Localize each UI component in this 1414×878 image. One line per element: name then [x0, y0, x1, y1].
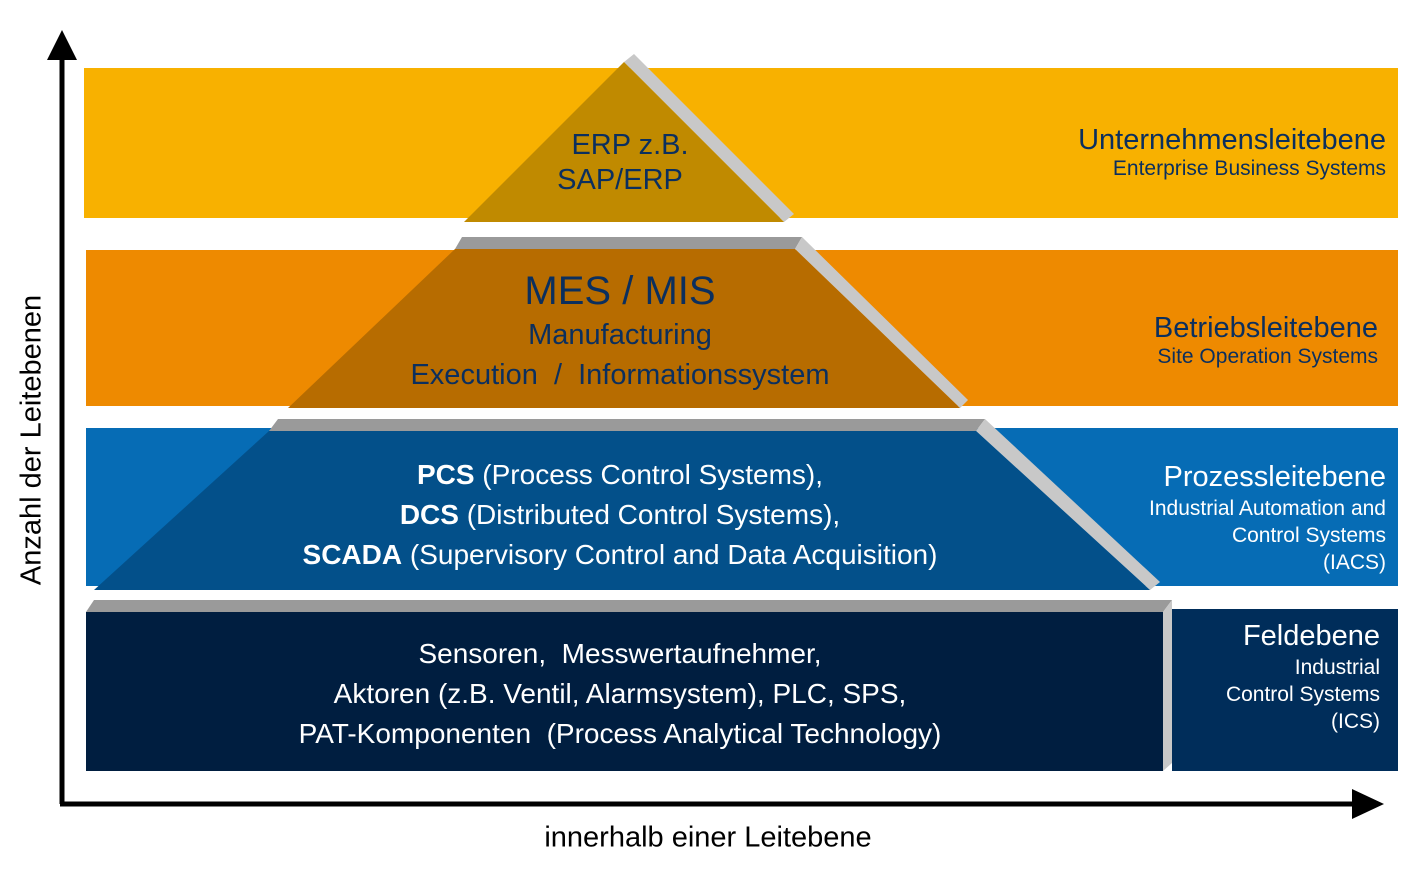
mes-shape-line: Execution / Informationssystem [410, 359, 830, 391]
erp-shape-text: ERP z.B. SAP/ERP [520, 128, 740, 198]
field-level-band [1172, 609, 1398, 771]
erp-level-label: Unternehmensleitebene Enterprise Busines… [966, 124, 1386, 181]
pcs-level-subtitle: Control Systems [1231, 524, 1386, 547]
erp-level-title: Unternehmensleitebene [1078, 124, 1386, 156]
x-axis-label: innerhalb einer Leitebene [544, 821, 872, 854]
mes-shape-top-bevel [455, 237, 802, 249]
field-shape-top-bevel [86, 600, 1172, 612]
mes-shape-side-bevel [795, 237, 968, 408]
pcs-level-subtitle: (IACS) [1323, 551, 1386, 574]
dcs-abbr: DCS [399, 499, 459, 530]
pcs-trapezoid [94, 431, 1150, 590]
field-rectangle [86, 612, 1163, 771]
x-axis-arrowhead [1352, 789, 1384, 819]
pcs-desc: (Process Control Systems), [474, 459, 824, 490]
mes-level-subtitle: Site Operation Systems [1157, 345, 1378, 369]
y-axis-arrowhead [47, 30, 77, 60]
pcs-shape-side-bevel [976, 419, 1160, 590]
erp-shape-bevel [624, 54, 794, 222]
mes-level-label: Betriebsleitebene Site Operation Systems [958, 312, 1378, 369]
field-level-label: Feldebene Industrial Control Systems (IC… [1160, 618, 1380, 735]
field-shape-line: Sensoren, Messwertaufnehmer, [418, 638, 822, 669]
mes-level-title: Betriebsleitebene [1153, 312, 1378, 344]
field-level-title: Feldebene [1242, 620, 1380, 652]
field-shape-text: Sensoren, Messwertaufnehmer, Aktoren (z.… [170, 634, 1070, 754]
pcs-level-label: Prozessleitebene Industrial Automation a… [966, 459, 1386, 576]
pcs-shape-row: SCADA (Supervisory Control and Data Acqu… [180, 535, 1060, 575]
pcs-shape-top-bevel [269, 419, 985, 431]
field-level-subtitle: (ICS) [1331, 710, 1380, 733]
field-shape-line: Aktoren (z.B. Ventil, Alarmsystem), PLC,… [333, 678, 907, 709]
scada-desc: (Supervisory Control and Data Acquisitio… [402, 539, 938, 570]
erp-shape-line: SAP/ERP [557, 163, 683, 196]
scada-abbr: SCADA [302, 539, 403, 570]
pcs-shape-row: DCS (Distributed Control Systems), [180, 495, 1060, 535]
erp-level-subtitle: Enterprise Business Systems [1112, 157, 1386, 181]
pcs-shape-text: PCS (Process Control Systems), DCS (Dist… [180, 455, 1060, 575]
pcs-shape-row: PCS (Process Control Systems), [180, 455, 1060, 495]
y-axis-label: Anzahl der Leitebenen [15, 294, 48, 586]
pcs-level-title: Prozessleitebene [1163, 461, 1386, 493]
dcs-desc: (Distributed Control Systems), [458, 499, 841, 530]
field-shape-side-bevel [1163, 600, 1172, 771]
field-shape-line: PAT-Komponenten (Process Analytical Tech… [298, 718, 942, 749]
field-level-subtitle: Control Systems [1225, 683, 1380, 706]
mes-shape-heading: MES / MIS [524, 269, 716, 313]
erp-shape-line: ERP z.B. [571, 129, 689, 161]
erp-triangle [464, 62, 784, 222]
field-level-subtitle: Industrial [1294, 656, 1380, 679]
pcs-level-subtitle: Industrial Automation and [1149, 497, 1386, 520]
pcs-abbr: PCS [416, 459, 475, 490]
mes-shape-line: Manufacturing [528, 319, 712, 351]
mes-shape-text: MES / MIS Manufacturing Execution / Info… [360, 268, 880, 394]
mes-trapezoid [288, 249, 960, 408]
